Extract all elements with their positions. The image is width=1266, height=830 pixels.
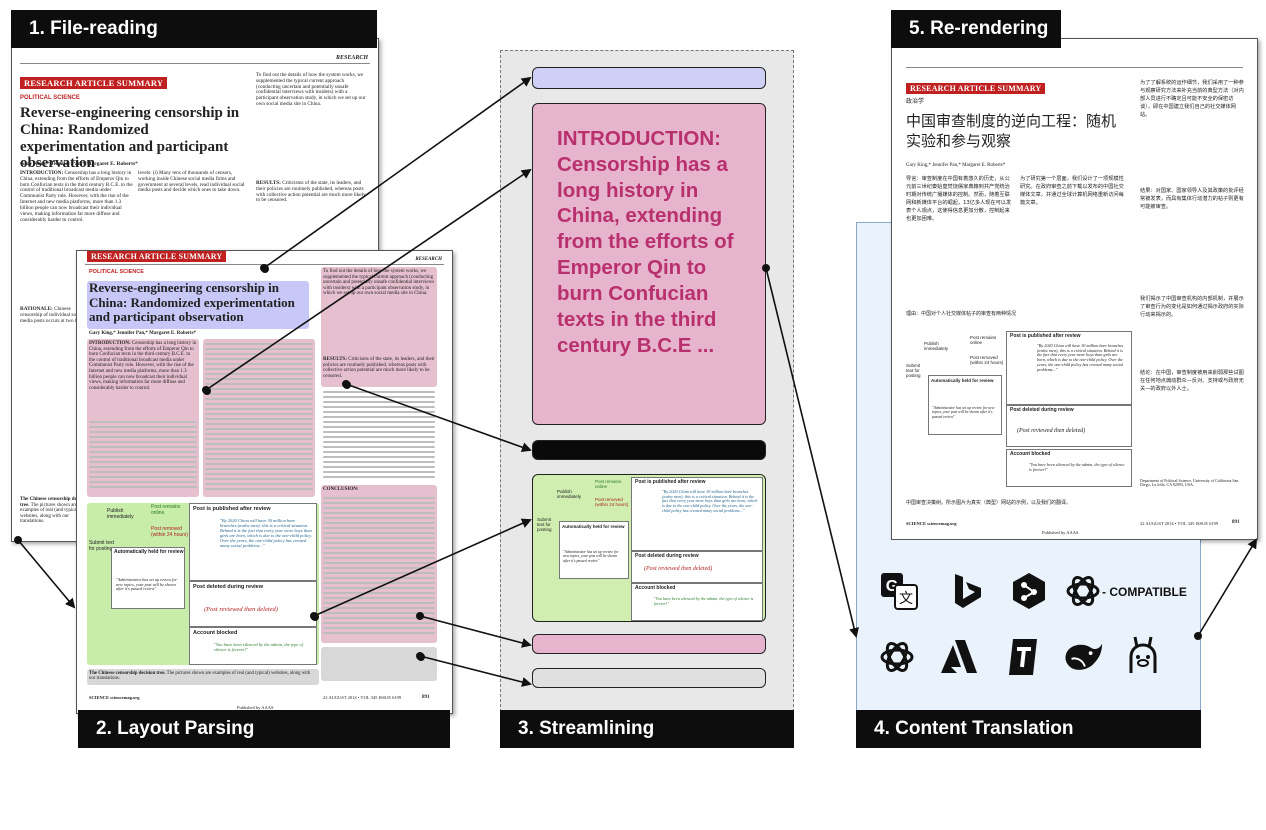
translated-footer: SCIENCE sciencemag.org <box>906 521 957 526</box>
caption: The Chinese censorship decision tree. Th… <box>89 671 311 682</box>
section-label: POLITICAL SCIENCE <box>20 95 80 101</box>
body-column-3: To find out the details of how the syste… <box>256 72 366 108</box>
paper-title: Reverse-engineering censorship in China:… <box>20 105 240 172</box>
stream-block-title <box>532 67 766 89</box>
stage-label-re-rendering: 5. Re-rendering <box>891 10 1061 48</box>
deepseek-icon <box>1062 636 1104 678</box>
translated-title: 中国审查制度的逆向工程：随机实验和参与观察 <box>906 112 1117 151</box>
translated-caption: 中国审查决策树。所示图片为真实（典型）网站的示例，以及我们的翻译。 <box>906 500 1072 506</box>
results-paragraph: RESULTS: Criticisms of the state, its le… <box>323 357 435 379</box>
body-column-3: To find out the details of how the syste… <box>323 269 435 297</box>
openai-icon <box>1062 570 1104 612</box>
stream-intro-text: INTRODUCTION: Censorship has a long hist… <box>557 127 734 357</box>
anchor-dot-title <box>261 265 269 273</box>
body-column-2: levels: (i) Many tens of thousands of ce… <box>138 170 245 194</box>
svg-text:文: 文 <box>899 591 913 607</box>
paper-authors: Gary King,* Jennifer Pan,* Margaret E. R… <box>20 161 138 167</box>
translated-published-by: Published by AAAS <box>1042 530 1079 535</box>
translated-fine-print: Department of Political Science, Univers… <box>1140 478 1239 488</box>
conclusion-lines <box>323 497 435 637</box>
openai-icon <box>876 636 918 678</box>
tree-post-removed: Post removed (within 24 hours) <box>151 526 188 538</box>
intro-paragraph: INTRODUCTION: Censorship has a long hist… <box>20 170 133 223</box>
summary-banner: RESEARCH ARTICLE SUMMARY <box>20 77 168 89</box>
text-region-overlay-left <box>87 339 199 497</box>
ollama-icon <box>1122 634 1164 676</box>
stage-label-layout-parsing: 2. Layout Parsing <box>78 710 450 748</box>
conclusion-label: CONCLUSION: <box>323 487 359 492</box>
translated-tree-blocked: Account blocked "You have been silenced … <box>1006 449 1132 487</box>
translated-tree-published: Post is published after review "By 2020 … <box>1006 331 1132 405</box>
arrow-read-to-parse <box>17 539 76 609</box>
arrow-to-rerender <box>1197 538 1258 637</box>
translated-section: 政治学 <box>906 99 925 105</box>
stage-label-content-translation: 4. Content Translation <box>856 710 1201 748</box>
section-label: POLITICAL SCIENCE <box>89 269 144 275</box>
page-number: 891 <box>422 695 430 700</box>
translated-footer-right: 22 AUGUST 2014 • VOL 345 ISSUE 6199 <box>1140 521 1219 526</box>
translated-col2-p2: 我们揭示了中国审查机构的内部机制，并展示了审查行为的变化是如何通过揭示政府的实际… <box>1140 296 1244 319</box>
stream-tree-blocked: Account blocked "You have been silenced … <box>631 583 763 621</box>
translated-intro: 导言：审查制度在中国有着悠久的历史，从公元前三世纪秦始皇焚烧儒家典籍到共产党统治… <box>906 176 1012 223</box>
translated-subcaption: 理由：中国对个人社交媒体帖子的审查有两种情况 <box>906 311 1017 317</box>
translated-authors: Gary King,* Jennifer Pan,* Margaret E. R… <box>906 163 1006 168</box>
tree-submit: Submit text for posting <box>89 540 115 552</box>
translated-col2-p1: 为了了解系统的运作细节，我们采用了一种参与观察研究方法来补充当前的典型方法（对内… <box>1140 80 1244 119</box>
compatible-label: - COMPATIBLE <box>1102 585 1187 599</box>
anchor-dot-intro <box>203 387 211 395</box>
intro-continued-lines <box>89 421 197 491</box>
running-head: RESEARCH <box>415 257 442 262</box>
right-column-lines <box>323 391 435 481</box>
bing-icon <box>946 570 988 612</box>
anchor-dot-figure <box>311 613 319 621</box>
translated-conclusion: 结论：在中国，审查制度被用来削弱那些试图在任何地点煽动群众—反对、支持或与政府无… <box>1140 370 1244 393</box>
stream-block-intro: INTRODUCTION: Censorship has a long hist… <box>532 103 766 425</box>
running-head: RESEARCH <box>335 55 368 61</box>
paper-title: Reverse-engineering censorship in China:… <box>89 280 295 325</box>
translated-col1-p2: 为了研究第一个层面，我们设计了一项规模性研究。在政府审查之前下载以发布的中国社交… <box>1020 176 1124 207</box>
caption: The Chinese censorship decision tree. Th… <box>20 497 90 525</box>
tree-remains-online: Post remains online <box>151 504 181 516</box>
stage-label-streamlining: 3. Streamlining <box>500 710 794 748</box>
mid-column-lines <box>205 343 313 493</box>
translated-page-number: 891 <box>1232 520 1240 525</box>
parsed-paper-page: RESEARCH RESEARCH ARTICLE SUMMARY RESEAR… <box>76 250 453 714</box>
stage-label-file-reading: 1. File-reading <box>11 10 377 48</box>
stream-block-footnote <box>532 668 766 688</box>
stream-block-figure: Submit text for posting Publish immediat… <box>532 474 766 622</box>
footer-right: 22 AUGUST 2014 • VOL 345 ISSUE 6199 <box>323 695 402 700</box>
translated-banner: RESEARCH ARTICLE SUMMARY <box>906 83 1046 94</box>
translated-results: 结果：对国家、国家领导人及其政策的批评经常被发表，而具有集体行动潜力的帖子则更有… <box>1140 188 1244 211</box>
tree-account-blocked: Account blocked "You have been silenced … <box>189 627 317 665</box>
icon-area-bg <box>857 540 1200 710</box>
tree-held-for-review: Automatically held for review "Administr… <box>111 547 185 609</box>
stream-block-caption <box>532 634 766 654</box>
footer: SCIENCE sciencemag.org <box>89 695 140 700</box>
stream-tree-published: Post is published after review "By 2020 … <box>631 477 763 551</box>
tree-publish-immediately: Publish immediately <box>107 508 134 520</box>
published-by: Published by AAAS <box>237 705 274 710</box>
azure-icon <box>938 636 980 678</box>
translated-tree-held: Automatically held for review "Administr… <box>928 375 1002 435</box>
translated-paper-page: RESEARCH ARTICLE SUMMARY 政治学 中国审查制度的逆向工程… <box>891 38 1258 540</box>
paper-authors: Gary King,* Jennifer Pan,* Margaret E. R… <box>89 331 197 336</box>
stream-tree-held: Automatically held for review "Administr… <box>559 521 629 579</box>
translated-tree-deleted: Post deleted during review (Post reviewe… <box>1006 405 1132 447</box>
rationale-paragraph: RATIONALE: Chinese censorship of individ… <box>20 306 89 324</box>
anchor-dot-results <box>343 381 351 389</box>
caption-region-overlay <box>87 669 319 685</box>
tongyi-icon <box>1002 636 1044 678</box>
tree-deleted-during-review: Post deleted during review (Post reviewe… <box>189 581 317 627</box>
summary-banner-visible: RESEARCH ARTICLE SUMMARY <box>87 251 227 262</box>
results-paragraph: RESULTS: Criticisms of the state, its le… <box>256 180 366 204</box>
tree-published-after-review: Post is published after review "By 2020 … <box>189 503 317 581</box>
anchor-dot-caption <box>417 653 425 661</box>
stream-tree-deleted: Post deleted during review (Post reviewe… <box>631 551 763 583</box>
intro-paragraph: INTRODUCTION: Censorship has a long hist… <box>89 341 197 391</box>
deepl-icon <box>1008 570 1050 612</box>
stream-block-black <box>532 440 766 460</box>
